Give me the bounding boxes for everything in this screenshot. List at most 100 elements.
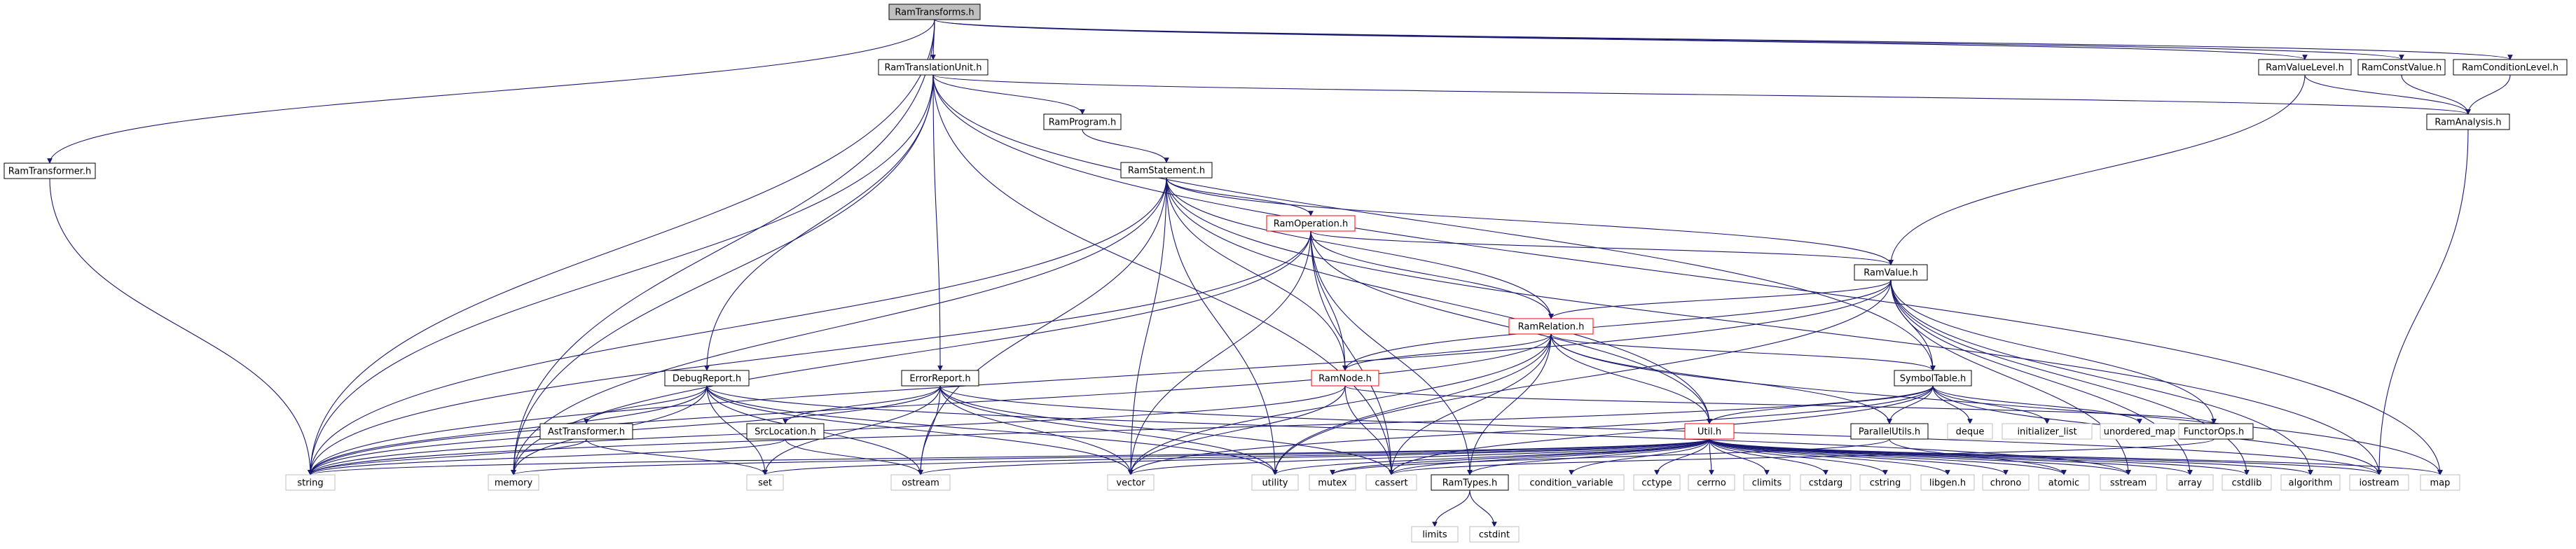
edge-ram_value-to-ram_relation xyxy=(1548,279,1892,319)
edge-ram_operation-to-memory xyxy=(511,230,1311,475)
node-box xyxy=(1920,474,1975,491)
node-label: condition_variable xyxy=(1529,478,1613,489)
node-ram-node[interactable]: RamNode.h xyxy=(1311,370,1379,387)
node-ram-transforms[interactable]: RamTransforms.h xyxy=(888,4,981,20)
node-label: initializer_list xyxy=(2017,427,2076,438)
node-mutex: mutex xyxy=(1309,474,1356,491)
node-src-location[interactable]: SrcLocation.h xyxy=(746,423,825,440)
node-box xyxy=(285,474,336,491)
node-parallel-utils[interactable]: ParallelUtils.h xyxy=(1850,423,1929,440)
node-label: ParallelUtils.h xyxy=(1859,427,1920,438)
edge-ram_types-to-limits xyxy=(1432,489,1470,527)
node-label: memory xyxy=(495,478,533,489)
edge-src_location-to-string xyxy=(308,438,786,475)
node-box xyxy=(1800,474,1852,491)
edge-ram_transforms-to-ram_translation_unit xyxy=(930,19,936,60)
node-box xyxy=(1251,474,1299,491)
node-label: RamProgram.h xyxy=(1049,118,1117,128)
node-label: Util.h xyxy=(1697,427,1721,438)
edge-ram_transforms-to-memory xyxy=(511,19,935,475)
node-ram-transformer[interactable]: RamTransformer.h xyxy=(4,162,96,179)
node-label: RamTransforms.h xyxy=(895,8,974,18)
node-error-report[interactable]: ErrorReport.h xyxy=(901,370,979,387)
node-label: cstring xyxy=(1870,478,1901,489)
edge-debug_report-to-sstream xyxy=(706,385,2131,475)
node-label: algorithm xyxy=(2289,478,2333,489)
edge-ram_statement-to-iostream xyxy=(1166,177,2382,475)
edge-ram_transforms-to-ram_value_level xyxy=(934,19,2308,60)
node-sstream: sstream xyxy=(2100,474,2157,491)
node-box xyxy=(1266,215,1356,232)
edge-symbol_table-to-deque xyxy=(1932,385,1973,424)
edge-util-to-set xyxy=(762,438,1710,475)
edge-ram_relation-to-cassert xyxy=(1389,333,1552,475)
node-label: RamAnalysis.h xyxy=(2434,118,2501,128)
node-ram-types[interactable]: RamTypes.h xyxy=(1431,474,1509,491)
node-box xyxy=(1688,474,1735,491)
edge-ram_translation_unit-to-error_report xyxy=(932,74,943,371)
node-libgen: libgen.h xyxy=(1920,474,1975,491)
node-ram-const-value[interactable]: RamConstValue.h xyxy=(2357,59,2446,76)
edge-debug_report-to-utility xyxy=(706,385,1278,475)
edge-util-to-condition_variable xyxy=(1569,438,1710,475)
node-symbol-table[interactable]: SymbolTable.h xyxy=(1894,370,1972,387)
node-ram-operation[interactable]: RamOperation.h xyxy=(1266,215,1356,232)
node-box xyxy=(890,474,951,491)
node-box xyxy=(1982,474,2030,491)
edge-ast_transformer-to-string xyxy=(308,438,587,475)
node-label: FunctorOps.h xyxy=(2184,427,2244,438)
node-debug-report[interactable]: DebugReport.h xyxy=(664,370,750,387)
node-ram-condition-level[interactable]: RamConditionLevel.h xyxy=(2453,59,2568,76)
node-cstdarg: cstdarg xyxy=(1800,474,1852,491)
node-label: RamConstValue.h xyxy=(2362,63,2442,74)
node-functor-ops[interactable]: FunctorOps.h xyxy=(2174,423,2254,440)
node-box xyxy=(2166,474,2214,491)
node-ram-program[interactable]: RamProgram.h xyxy=(1043,113,1122,130)
edge-symbol_table-to-cassert xyxy=(1389,385,1934,475)
node-ram-value-level[interactable]: RamValueLevel.h xyxy=(2258,59,2352,76)
node-box xyxy=(746,474,784,491)
node-ram-analysis[interactable]: RamAnalysis.h xyxy=(2426,113,2510,130)
edge-ram_relation-to-util xyxy=(1550,333,1712,424)
edge-error_report-to-vector xyxy=(939,385,1134,475)
node-ram-statement[interactable]: RamStatement.h xyxy=(1120,162,1213,179)
node-ram-value[interactable]: RamValue.h xyxy=(1854,264,1928,281)
node-label: RamOperation.h xyxy=(1274,219,1348,230)
node-ram-translation-unit[interactable]: RamTranslationUnit.h xyxy=(878,59,989,76)
node-vector: vector xyxy=(1107,474,1155,491)
node-ast-transformer[interactable]: AstTransformer.h xyxy=(539,423,633,440)
node-label: AstTransformer.h xyxy=(548,427,625,438)
node-box xyxy=(2038,474,2090,491)
node-box xyxy=(1854,264,1928,281)
edge-util-to-cstdarg xyxy=(1709,438,1828,475)
edge-ram_relation-to-string xyxy=(308,333,1552,475)
node-label: deque xyxy=(1956,427,1985,438)
node-ram-relation[interactable]: RamRelation.h xyxy=(1508,318,1594,335)
edge-ram_translation_unit-to-string xyxy=(308,74,934,475)
node-climits: climits xyxy=(1743,474,1791,491)
node-label: RamTypes.h xyxy=(1442,478,1497,489)
node-algorithm: algorithm xyxy=(2280,474,2341,491)
edge-util-to-vector xyxy=(1128,438,1710,475)
node-box xyxy=(664,370,750,387)
edge-ram_value-to-ram_node xyxy=(1342,279,1892,371)
edge-util-to-atomic xyxy=(1709,438,2067,475)
node-box xyxy=(2100,474,2157,491)
node-box xyxy=(2280,474,2341,491)
edge-symbol_table-to-parallel_utils xyxy=(1887,385,1934,424)
node-label: RamStatement.h xyxy=(1128,166,1205,176)
edge-debug_report-to-string xyxy=(308,385,708,475)
edge-ram_value-to-utility xyxy=(1272,279,1892,475)
node-string: string xyxy=(285,474,336,491)
node-util[interactable]: Util.h xyxy=(1684,423,1735,440)
node-cerrno: cerrno xyxy=(1688,474,1735,491)
edge-util-to-memory xyxy=(511,438,1710,475)
node-cstdlib: cstdlib xyxy=(2222,474,2272,491)
node-array: array xyxy=(2166,474,2214,491)
edge-ram_operation-to-ram_node xyxy=(1310,230,1348,371)
edge-util-to-cerrno xyxy=(1709,438,1714,475)
edge-ram_types-to-cstdint xyxy=(1469,489,1497,527)
edge-debug_report-to-ast_transformer xyxy=(584,385,708,424)
edge-ram_translation_unit-to-ram_analysis xyxy=(932,74,2471,115)
node-label: vector xyxy=(1116,478,1145,489)
